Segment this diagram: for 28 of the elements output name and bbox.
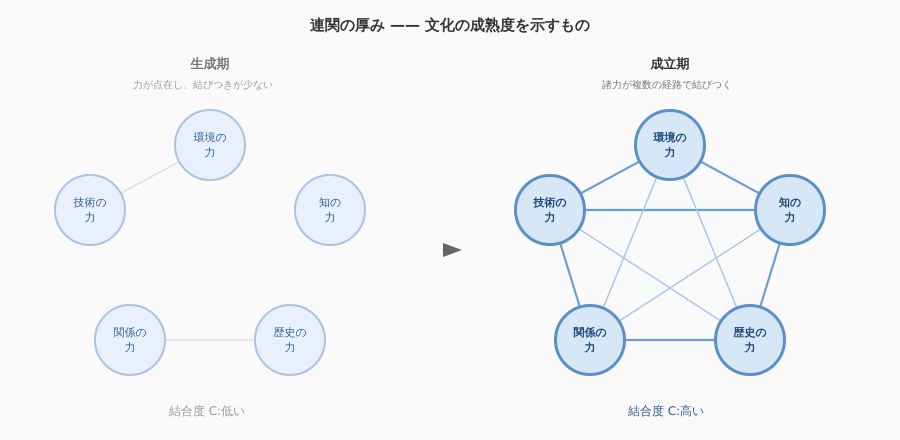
connector-line — [620, 229, 760, 321]
coupling-degree: 結合度 C:高い — [628, 403, 704, 420]
connector-line — [626, 338, 714, 342]
force-circle: 関係の力 — [554, 304, 626, 376]
force-circle: 歴史の力 — [714, 304, 786, 376]
force-circle: 歴史の力 — [254, 304, 326, 376]
connector-line — [602, 178, 658, 307]
connector-line — [560, 244, 580, 306]
force-circle: 知の力 — [754, 174, 826, 246]
force-circle: 知の力 — [294, 174, 366, 246]
coupling-degree: 結合度 C:低い — [168, 403, 246, 420]
force-circle: 関係の力 — [94, 304, 166, 376]
connector-line — [760, 244, 780, 306]
force-circle: 環境の力 — [634, 109, 706, 181]
force-circle: 環境の力 — [174, 109, 246, 181]
connector-line — [121, 161, 179, 194]
force-circle: 技術の力 — [54, 174, 126, 246]
connector-line — [682, 178, 738, 307]
connector-line — [586, 208, 754, 212]
connector-line — [701, 161, 759, 194]
force-circle: 技術の力 — [514, 174, 586, 246]
connector-line — [580, 229, 720, 321]
phase-description: 力が点在し、結びつきが少ない — [133, 78, 273, 92]
phase-heading: 成立期 — [650, 56, 690, 73]
connector-line — [581, 161, 639, 194]
title: 連関の厚み —— 文化の成熟度を示すもの — [310, 16, 590, 35]
phase-heading: 生成期 — [190, 56, 230, 73]
phase-description: 諸力が複数の経路で結びつく — [602, 78, 732, 92]
